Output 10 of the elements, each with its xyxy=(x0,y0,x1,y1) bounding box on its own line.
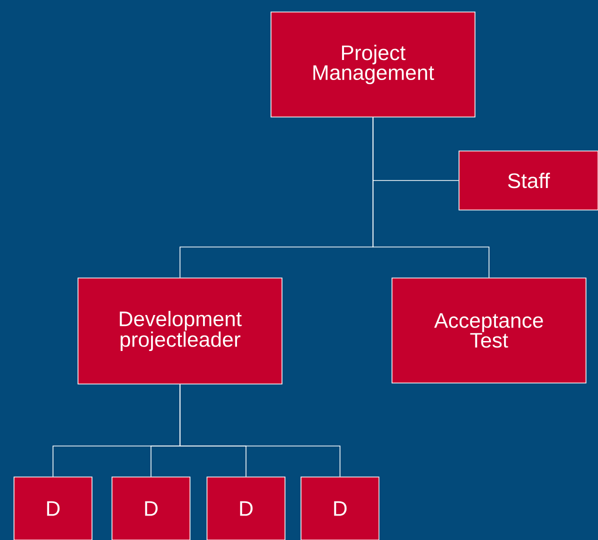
org-box: Acceptance Test xyxy=(392,278,586,384)
org-box: Development projectleader xyxy=(78,278,282,384)
org-box: D xyxy=(112,476,190,540)
org-box: Staff xyxy=(458,150,598,210)
org-box: D xyxy=(300,476,380,540)
org-box: D xyxy=(206,476,286,540)
connector-line xyxy=(372,117,490,278)
connector-line xyxy=(180,384,340,477)
org-box: D xyxy=(14,476,92,540)
org-box: Project Management xyxy=(270,12,476,118)
